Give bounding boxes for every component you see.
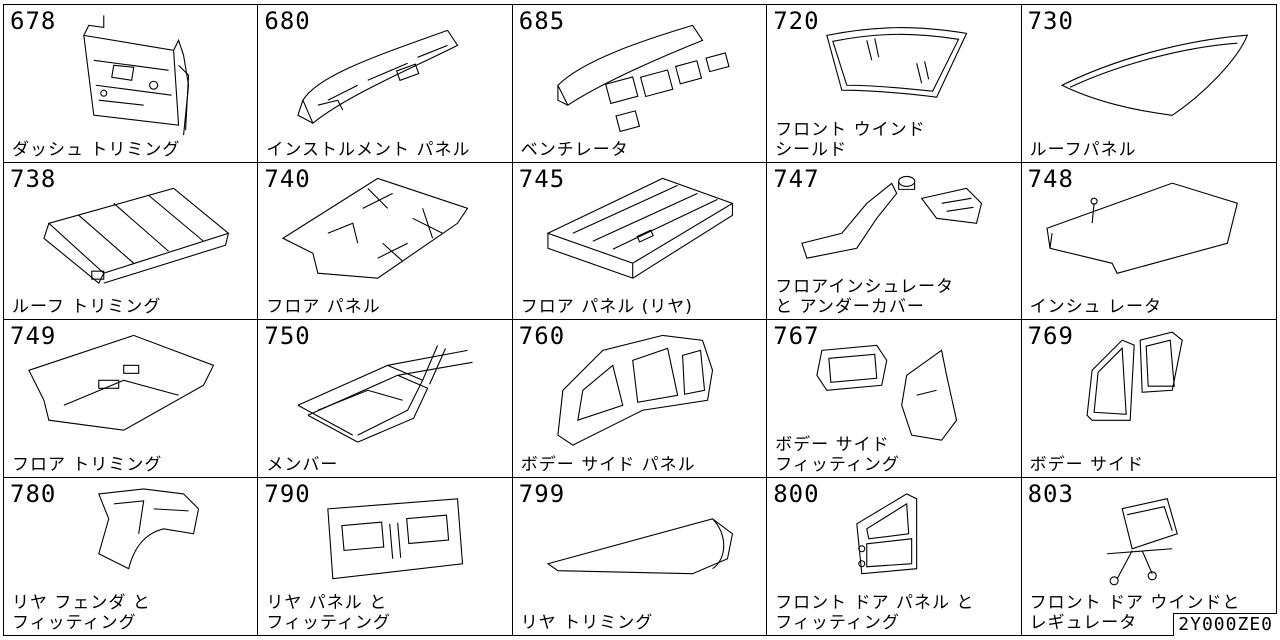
part-label: フロアインシュレータ と アンダーカバー [775, 277, 954, 317]
rear-panel-illustration [258, 478, 511, 636]
floor-insulator-illustration [767, 163, 1020, 320]
part-label: フロント ドア パネル と フィッティング [775, 593, 975, 633]
part-label: ルーフパネル [1029, 139, 1137, 160]
part-label: フロア トリミング [12, 454, 163, 475]
parts-grid: 678 ダッシュ トリミング 680 インストルメント パネル [3, 4, 1277, 636]
part-code: 740 [264, 164, 311, 193]
body-side-fitting-illustration [767, 320, 1020, 477]
part-code: 745 [518, 164, 566, 193]
part-label: メンバー [266, 454, 339, 475]
body-side-panel-illustration [513, 320, 766, 477]
part-cell-680[interactable]: 680 インストルメント パネル [258, 5, 513, 163]
part-label: ボデー サイド [1029, 454, 1144, 475]
roof-trimming-illustration [4, 163, 257, 320]
part-label: リヤ パネル と フィッティング [266, 593, 392, 633]
part-code: 747 [773, 164, 820, 193]
door-window-regulator-illustration [1022, 478, 1276, 636]
part-cell-685[interactable]: 685 ベンチレータ [512, 5, 768, 163]
part-code: 730 [1027, 7, 1074, 35]
part-cell-749[interactable]: 749 フロア トリミング [4, 320, 259, 478]
part-cell-738[interactable]: 738 ルーフ トリミング [4, 162, 259, 320]
part-label: ベンチレータ [520, 139, 629, 160]
part-label: フロア パネル [266, 297, 381, 317]
part-cell-748[interactable]: 748 インシュ レータ [1021, 163, 1276, 320]
part-label: リヤ フェンダ と フィッティング [12, 593, 151, 633]
part-code: 760 [518, 322, 566, 350]
rear-trimming-illustration [513, 478, 766, 636]
part-cell-760[interactable]: 760 ボデー サイド パネル [512, 320, 768, 478]
rear-fender-illustration [4, 478, 257, 636]
part-cell-745[interactable]: 745 フロア パネル (リヤ) [512, 162, 768, 320]
floor-panel-illustration [258, 163, 511, 320]
insulator-illustration [1022, 163, 1276, 320]
part-cell-720[interactable]: 720 フロント ウインド シールド [767, 5, 1022, 163]
part-label: ルーフ トリミング [12, 297, 162, 317]
part-cell-740[interactable]: 740 フロア パネル [258, 162, 513, 320]
part-code: 767 [773, 322, 820, 350]
part-label: フロント ウインド シールド [775, 119, 926, 160]
body-side-weatherstrip-illustration [1022, 320, 1276, 477]
part-code: 685 [518, 7, 566, 35]
rear-floor-panel-illustration [513, 163, 766, 320]
part-cell-800[interactable]: 800 フロント ドア パネル と フィッティング [767, 477, 1022, 636]
windshield-illustration [767, 5, 1020, 162]
part-cell-747[interactable]: 747 フロアインシュレータ と アンダーカバー [767, 162, 1022, 320]
dash-trimming-illustration [4, 5, 257, 162]
part-cell-750[interactable]: 750 メンバー [258, 320, 513, 478]
part-label: フロント ドア ウインドと レギュレータ [1029, 593, 1241, 633]
part-code: 678 [10, 7, 57, 35]
floor-trimming-illustration [4, 320, 257, 477]
part-label: フロア パネル (リヤ) [520, 297, 693, 317]
part-label: ダッシュ トリミング [12, 139, 181, 160]
part-code: 800 [773, 479, 820, 508]
part-cell-790[interactable]: 790 リヤ パネル と フィッティング [258, 477, 513, 636]
member-frame-illustration [258, 320, 511, 477]
part-code: 720 [773, 7, 820, 35]
part-cell-767[interactable]: 767 ボデー サイド フィッティング [767, 320, 1022, 478]
part-code: 780 [10, 479, 57, 508]
roof-panel-illustration [1022, 5, 1276, 162]
part-cell-799[interactable]: 799 リヤ トリミング [513, 477, 768, 636]
part-cell-730[interactable]: 730 ルーフパネル [1021, 5, 1276, 163]
part-code: 738 [10, 164, 57, 193]
part-cell-678[interactable]: 678 ダッシュ トリミング [4, 5, 259, 163]
part-code: 790 [264, 479, 311, 508]
instrument-panel-illustration [258, 5, 511, 162]
part-cell-769[interactable]: 769 ボデー サイド [1021, 320, 1276, 478]
part-code: 749 [10, 322, 57, 350]
part-label: インストルメント パネル [266, 139, 471, 160]
part-code: 750 [264, 322, 311, 350]
front-door-panel-illustration [767, 478, 1020, 636]
part-code: 769 [1027, 322, 1074, 350]
part-cell-780[interactable]: 780 リヤ フェンダ と フィッティング [4, 477, 259, 636]
part-code: 803 [1027, 479, 1074, 508]
part-code: 799 [518, 479, 566, 508]
part-cell-803[interactable]: 803 フロント ドア ウインドと レギュレータ [1022, 478, 1276, 636]
part-label: リヤ トリミング [520, 613, 654, 633]
ventilator-illustration [513, 5, 766, 162]
figure-id: 2Y000ZE0 [1173, 613, 1277, 636]
part-label: インシュ レータ [1029, 297, 1162, 317]
part-label: ボデー サイド パネル [520, 454, 696, 475]
part-code: 748 [1027, 164, 1074, 193]
part-code: 680 [264, 7, 311, 35]
part-label: ボデー サイド フィッティング [775, 434, 900, 475]
